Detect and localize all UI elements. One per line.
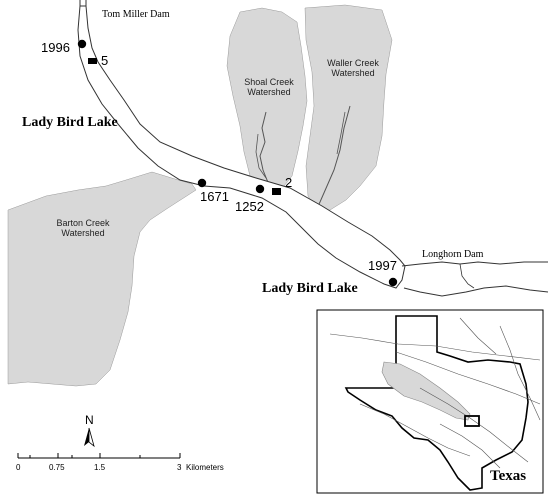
waller-creek-label: Waller Creek Watershed	[327, 58, 379, 78]
lady-bird-lake-label-lower: Lady Bird Lake	[262, 281, 358, 296]
site-2-marker	[272, 188, 281, 195]
barton-creek-watershed	[7, 171, 197, 387]
inset-basin	[381, 361, 471, 421]
north-arrow-icon	[84, 427, 95, 448]
site-1671-label: 1671	[200, 189, 229, 204]
longhorn-dam-label: Longhorn Dam	[422, 249, 484, 260]
waller-creek-watershed	[304, 4, 393, 213]
site-1997-marker	[388, 277, 398, 287]
tom-miller-dam-label: Tom Miller Dam	[102, 9, 170, 20]
waller-creek-line	[315, 105, 351, 211]
site-1671-marker	[197, 178, 207, 188]
lady-bird-lake-channel	[77, 5, 406, 289]
scale-tick-3: 3	[177, 463, 182, 472]
site-1252-label: 1252	[235, 199, 264, 214]
site-1996-marker	[77, 39, 87, 49]
site-1996-label: 1996	[41, 40, 70, 55]
shoal-creek-line	[259, 111, 273, 191]
scale-unit: Kilometers	[186, 463, 224, 472]
shoal-creek-label: Shoal Creek Watershed	[244, 77, 294, 97]
scale-bar	[17, 453, 181, 459]
site-5-label: 5	[101, 53, 109, 68]
site-5-marker	[88, 58, 97, 64]
colorado-river-lower	[401, 261, 548, 267]
upstream-channel	[79, 0, 87, 6]
longhorn-dam-shore	[459, 263, 475, 289]
scale-tick-0: 0	[16, 463, 21, 472]
shoal-creek-watershed	[226, 7, 308, 189]
site-1252-marker	[255, 184, 265, 194]
texas-label: Texas	[490, 468, 527, 484]
scale-tick-1-5: 1.5	[94, 463, 106, 472]
scale-tick-0-75: 0.75	[49, 463, 65, 472]
barton-creek-label: Barton Creek Watershed	[56, 218, 110, 238]
shoal-creek-tributary	[255, 133, 267, 179]
waller-creek-tributary	[336, 111, 346, 155]
north-arrow-label: N	[85, 413, 94, 427]
inset-study-area-box	[464, 415, 480, 427]
site-1997-label: 1997	[368, 258, 397, 273]
lady-bird-lake-label-upper: Lady Bird Lake	[22, 115, 118, 130]
inset-rivers	[329, 317, 541, 469]
site-2-label: 2	[285, 175, 293, 190]
colorado-river-lower-bank	[403, 285, 549, 297]
